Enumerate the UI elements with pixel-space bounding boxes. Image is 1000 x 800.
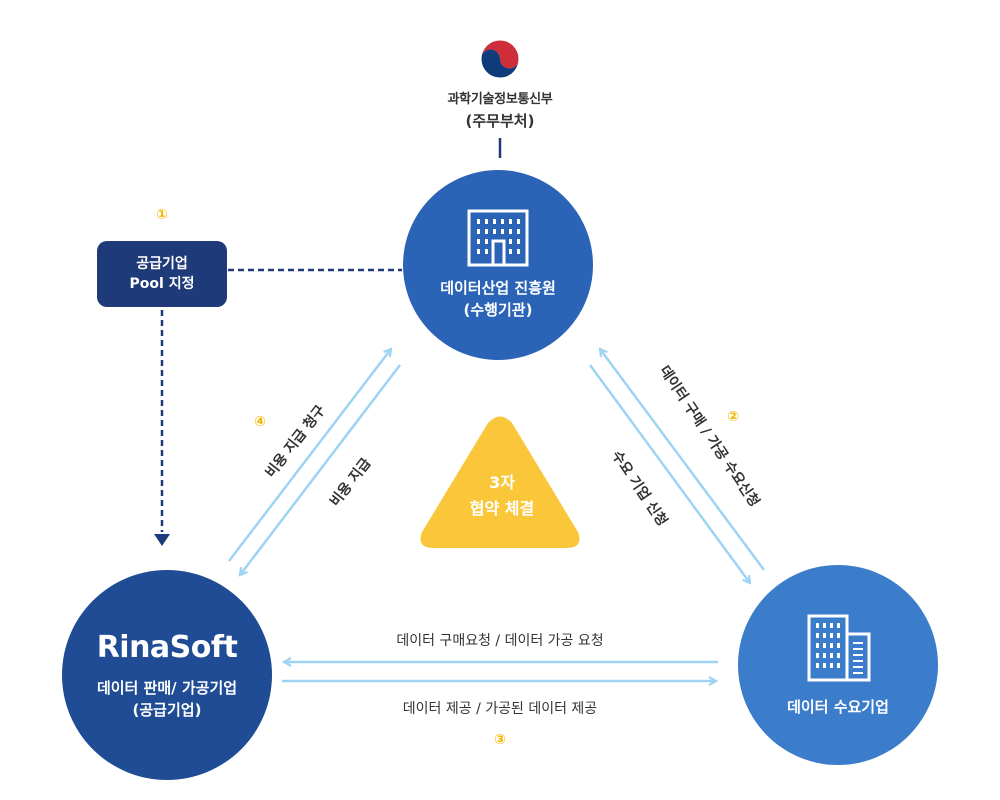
pool-line1: 공급기업 — [136, 256, 188, 272]
taegeuk-emblem-icon — [479, 38, 521, 80]
agreement-text: 3자 협약 체결 — [432, 470, 572, 522]
agreement-line1: 3자 — [489, 473, 515, 492]
agency-circle: 데이터산업 진흥원 (수행기관) — [403, 170, 593, 360]
step-2-marker: ② — [727, 409, 739, 425]
step-3-marker: ③ — [494, 732, 506, 748]
building-icon — [467, 209, 529, 267]
ministry-name: 과학기술정보통신부 — [447, 92, 553, 107]
demand-circle: 데이터 수요기업 — [738, 565, 938, 765]
pool-line2: Pool 지정 — [129, 276, 195, 292]
supplier-title: 데이터 판매/ 가공기업 — [96, 678, 238, 697]
ministry-role: (주무부처) — [465, 112, 535, 130]
provide-horizontal-label: 데이터 제공 / 가공된 데이터 제공 — [402, 701, 598, 717]
step-4-marker: ④ — [254, 414, 266, 430]
request-horizontal-label: 데이터 구매요청 / 데이터 가공 요청 — [396, 633, 604, 649]
arrow-demand-apply — [588, 364, 750, 583]
supplier-pool-box: 공급기업 Pool 지정 — [97, 241, 227, 307]
agreement-line2: 협약 체결 — [469, 499, 535, 518]
arrow-fee-payment — [240, 364, 401, 575]
arrow-purchase-request — [600, 349, 766, 571]
rinasoft-logo: RinaSoft — [96, 629, 238, 665]
office-building-icon — [807, 614, 871, 682]
agreement-triangle — [420, 416, 580, 548]
agency-subtitle: (수행기관) — [463, 301, 533, 319]
agency-title: 데이터산업 진흥원 — [440, 279, 556, 297]
demand-title: 데이터 수요기업 — [787, 698, 889, 716]
step-1-marker: ① — [156, 207, 168, 223]
pool-down-arrowhead — [154, 534, 170, 546]
arrow-fee-request — [228, 349, 391, 562]
supplier-circle: RinaSoft 데이터 판매/ 가공기업 (공급기업) — [62, 570, 272, 780]
supplier-subtitle: (공급기업) — [132, 700, 202, 719]
